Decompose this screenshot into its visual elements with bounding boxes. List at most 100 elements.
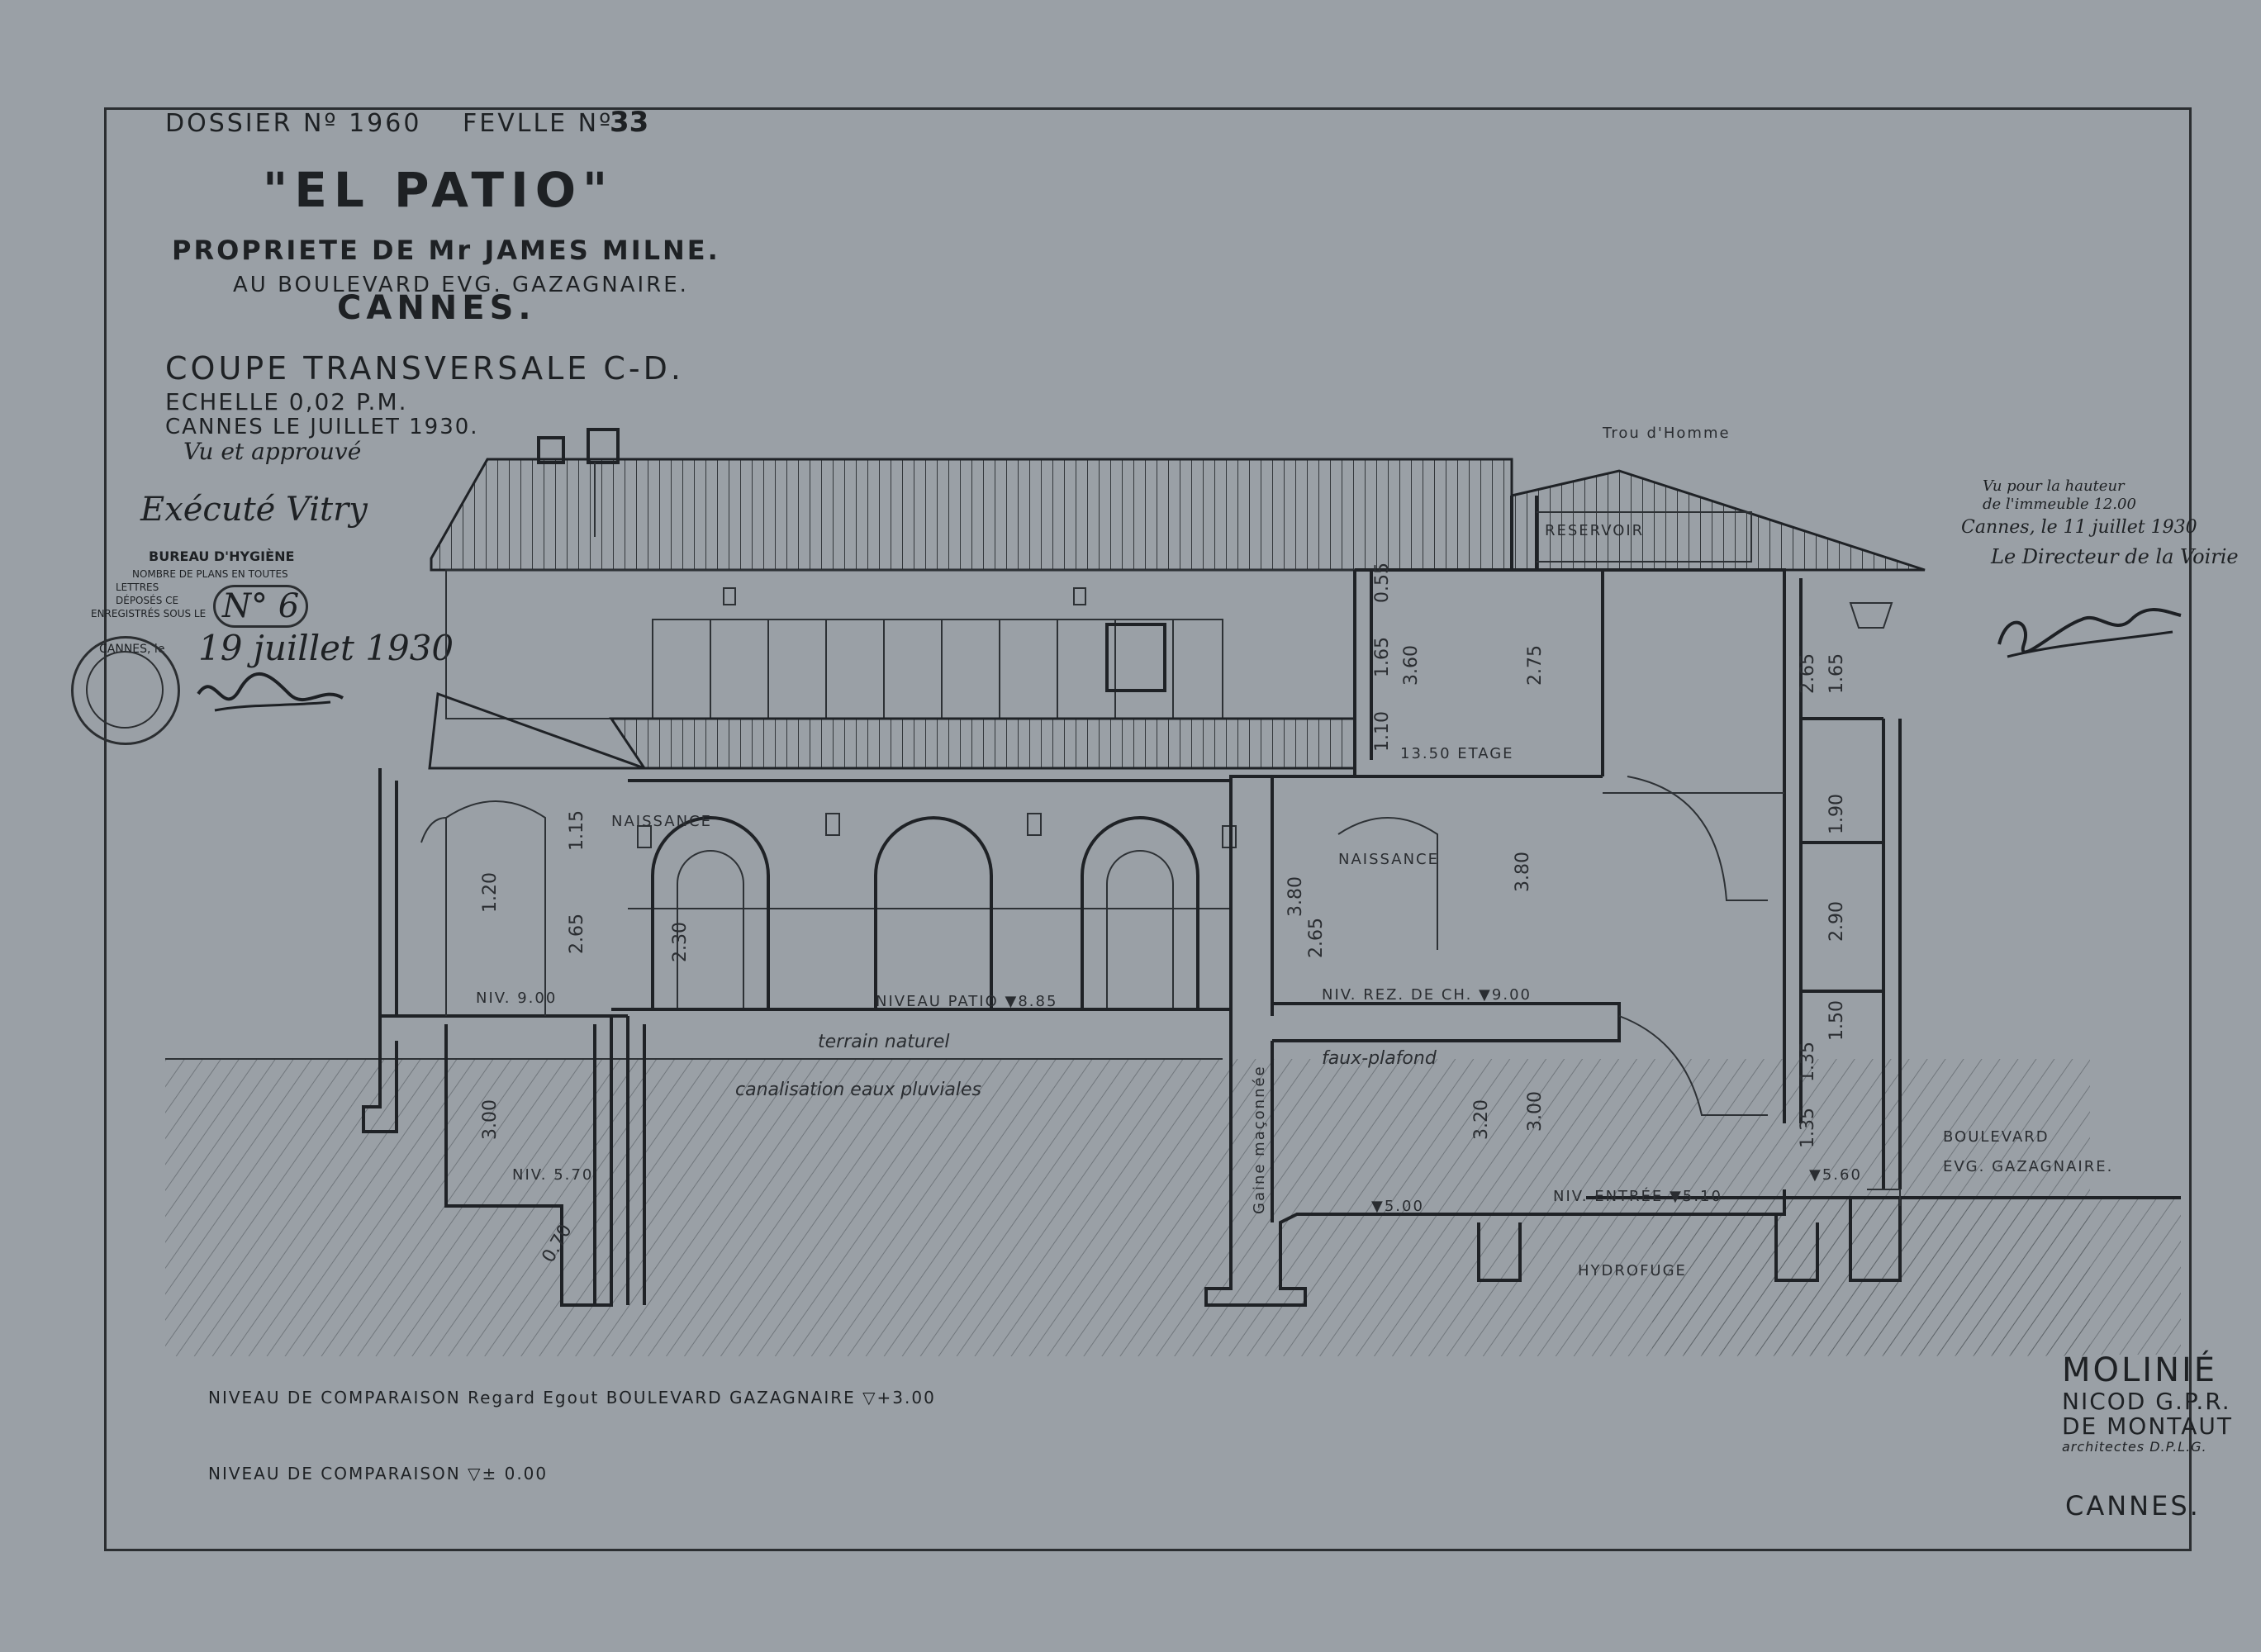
glazing-mullions: [710, 620, 1174, 719]
patio-roof: [609, 717, 1356, 770]
project-title: "EL PATIO": [263, 162, 615, 218]
city-line: CANNES.: [337, 289, 536, 327]
niveau-patio-label: NIVEAU PATIO ▼8.85: [876, 993, 1057, 1010]
canalisation-label: canalisation eaux pluviales: [735, 1080, 981, 1100]
ground-floor-ceiling: [1272, 570, 1604, 778]
chimney-left: [537, 436, 565, 464]
left-cellar: [444, 1016, 613, 1307]
niv-entree-label: NIV. ENTRÉE ▼5.10: [1553, 1187, 1722, 1205]
official-stamp: [71, 636, 180, 745]
patio-arch-1: [651, 816, 770, 1008]
upper-facade: [445, 569, 1356, 719]
patio-arch-2: [874, 816, 993, 1008]
dim-1-50: 1.50: [1826, 1000, 1847, 1041]
cave-level-label: ▼5.00: [1371, 1198, 1424, 1215]
dim-3-60: 3.60: [1401, 645, 1422, 686]
patio-arch-3: [1081, 816, 1199, 1008]
date-line: CANNES LE JUILLET 1930.: [165, 415, 479, 439]
chimney-cap-right: [1849, 602, 1893, 629]
dim-3-20: 3.20: [1471, 1099, 1492, 1140]
footing-boulevard: [1849, 1198, 1902, 1282]
footing-center: [1477, 1222, 1522, 1282]
dim-1-20: 1.20: [480, 872, 501, 913]
reservoir-tank: [1537, 511, 1752, 563]
hydrofuge-label: HYDROFUGE: [1578, 1262, 1687, 1279]
address-line: AU BOULEVARD EVG. GAZAGNAIRE.: [233, 273, 689, 297]
left-cellar-wall: [593, 1016, 646, 1305]
stair-curve-upper: [1627, 776, 1768, 901]
left-canopy: [428, 691, 645, 770]
dim-3-80-right: 3.80: [1513, 852, 1533, 892]
left-springing: [420, 817, 447, 843]
dim-2-30: 2.30: [670, 922, 691, 962]
dim-1-65-right: 1.65: [1826, 653, 1847, 694]
naissance-right: NAISSANCE: [1338, 851, 1439, 868]
voirie-signature: [1997, 608, 2182, 658]
boulevard-label-2: EVG. GAZAGNAIRE.: [1943, 1158, 2113, 1175]
niv-rez-label: NIV. REZ. DE CH. ▼9.00: [1322, 986, 1532, 1004]
reservoir-label: RESERVOIR: [1545, 522, 1644, 539]
dim-2-65-right: 2.65: [1306, 918, 1327, 958]
architect-line-2: NICOD G.P.R.: [2062, 1388, 2231, 1415]
left-arch: [445, 800, 546, 1016]
first-floor-left-wall: [1353, 570, 1373, 776]
upper-window: [1105, 623, 1166, 692]
faux-plafond-label: faux-plafond: [1322, 1048, 1437, 1069]
left-wing-walls: [378, 768, 628, 1018]
hygiene-signature: Exécuté Vitry: [140, 491, 368, 529]
boulevard-hatching: [1652, 1198, 2181, 1355]
dim-2-75: 2.75: [1525, 645, 1546, 686]
hygiene-date: 19 juillet 1930: [198, 628, 454, 668]
footing-right: [1774, 1214, 1819, 1282]
approved-note: Vu et approuvé: [183, 438, 362, 465]
small-window-2: [1073, 587, 1086, 605]
hygiene-line-1: NOMBRE DE PLANS EN TOUTES: [132, 568, 288, 580]
dim-2-65-left: 2.65: [567, 914, 587, 954]
terrain-label: terrain naturel: [818, 1032, 949, 1052]
right-exterior-wall: [1783, 578, 1803, 1123]
small-window-1: [723, 587, 736, 605]
architect-city: CANNES.: [2065, 1490, 2201, 1521]
dim-1-90: 1.90: [1826, 794, 1847, 834]
dim-1-65-left: 1.65: [1372, 637, 1393, 677]
architect-line-4: architectes D.P.L.G.: [2062, 1439, 2207, 1455]
dossier-number: DOSSIER Nº 1960: [165, 109, 422, 138]
dim-3-00-left: 3.00: [480, 1099, 501, 1140]
upper-glazing: [652, 619, 1223, 719]
dim-1-10: 1.10: [1372, 711, 1393, 752]
architect-line-3: DE MONTAUT: [2062, 1412, 2233, 1440]
dim-1-35-b: 1.35: [1798, 1042, 1818, 1082]
boulevard-facade: [1882, 719, 1902, 1189]
dim-2-65-upper-right: 2.65: [1798, 653, 1818, 694]
section-title: COUPE TRANSVERSALE C-D.: [165, 350, 684, 387]
naissance-left: NAISSANCE: [611, 813, 712, 830]
owner-line: PROPRIETE DE Mr JAMES MILNE.: [172, 235, 720, 266]
voirie-line-4: Le Directeur de la Voirie: [1991, 545, 2239, 568]
patio-arch-3-window: [1106, 850, 1174, 1008]
hygiene-line-3: DÉPOSÉS CE: [116, 595, 179, 606]
dim-3-80-left: 3.80: [1285, 876, 1306, 917]
voirie-line-1: Vu pour la hauteur: [1983, 477, 2125, 495]
scale-line: ECHELLE 0,02 P.M.: [165, 388, 408, 415]
sheet-number: 33: [610, 106, 649, 139]
drawing-frame: [104, 107, 2192, 1551]
hygiene-line-4: ENREGISTRÉS SOUS LE: [91, 608, 207, 620]
right-basement: [1204, 1016, 1786, 1307]
right-arch-outline: [1337, 817, 1438, 950]
boulevard-label-1: BOULEVARD: [1943, 1128, 2050, 1146]
niv-cave-label: NIV. 5.70: [512, 1166, 593, 1184]
architect-line-1: MOLINIÉ: [2062, 1351, 2218, 1389]
rez-de-chaussee-slab: [1272, 1002, 1621, 1042]
right-roof: [1510, 469, 1926, 572]
stair-curve-lower: [1618, 1015, 1768, 1116]
hygiene-line-2: LETTRES: [116, 582, 159, 593]
hygiene-office: BUREAU D'HYGIÈNE: [149, 548, 295, 564]
official-stamp-inner: [86, 651, 164, 729]
niv-left-label: NIV. 9.00: [476, 990, 557, 1007]
niv-right-label: ▼5.60: [1809, 1166, 1862, 1184]
left-footing: [362, 1016, 398, 1133]
dim-0-55: 0.55: [1372, 563, 1393, 603]
first-floor-ceiling: [1355, 568, 1786, 578]
voirie-line-2: de l'immeuble 12.00: [1983, 496, 2136, 513]
voirie-line-3: Cannes, le 11 juillet 1930: [1961, 517, 2197, 538]
